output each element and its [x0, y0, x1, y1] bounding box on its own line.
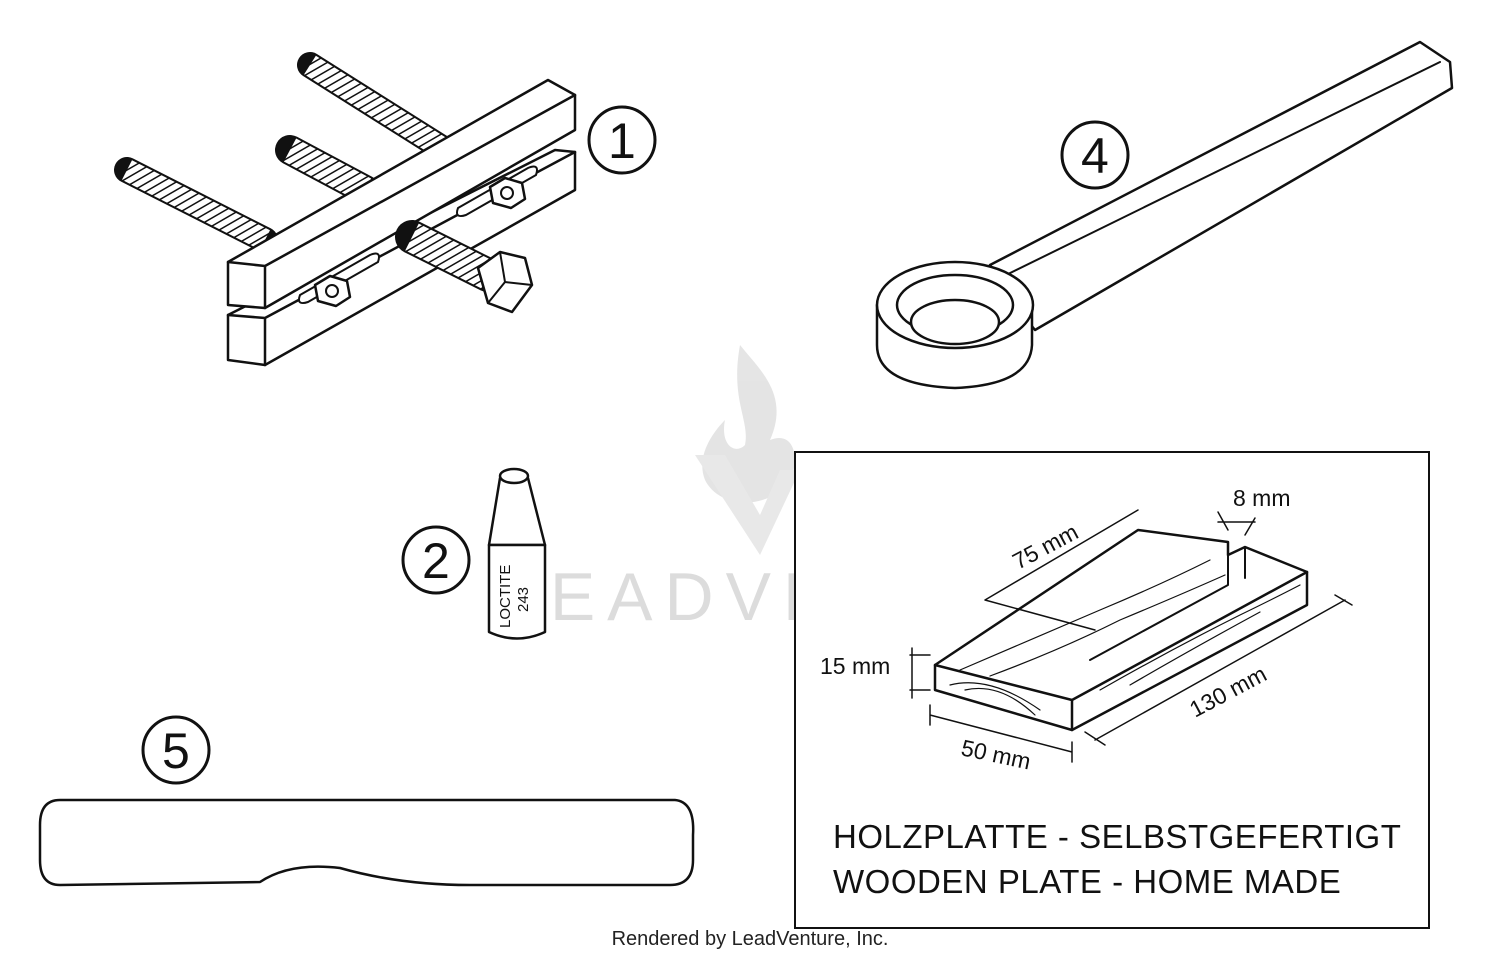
callout-1: 1 [587, 105, 657, 175]
wooden-plate-caption-de: HOLZPLATTE - SELBSTGEFERTIGT [833, 818, 1401, 855]
ring-wrench [875, 40, 1454, 390]
callout-2: 2 [401, 525, 471, 595]
watermark-v-icon [695, 455, 800, 555]
callout-5: 5 [141, 715, 211, 785]
loctite-bottle: LOCTITE 243 [487, 467, 547, 640]
dim-8mm: 8 mm [1233, 485, 1291, 511]
wooden-plate-panel: 75 mm 8 mm 15 mm 130 mm 50 mm HOLZPLATTE… [794, 451, 1430, 929]
wooden-plate-caption-en: WOODEN PLATE - HOME MADE [833, 863, 1341, 900]
footer-credit: Rendered by LeadVenture, Inc. [611, 928, 889, 950]
dim-15mm: 15 mm [820, 653, 890, 679]
flat-bar [38, 798, 695, 887]
callout-4-number: 4 [1081, 128, 1109, 184]
loctite-number: 243 [515, 587, 532, 612]
callout-2-number: 2 [422, 533, 450, 589]
callout-1-number: 1 [608, 113, 636, 169]
callout-5-number: 5 [162, 723, 190, 779]
loctite-brand: LOCTITE [497, 565, 514, 628]
callout-4: 4 [1060, 120, 1130, 190]
puller-tool [114, 52, 577, 367]
